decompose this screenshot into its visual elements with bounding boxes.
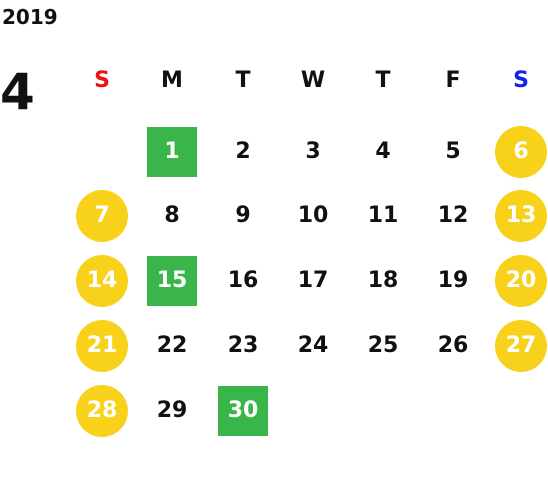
weekday-header: T [375, 68, 391, 93]
day-cell[interactable]: 3 [305, 139, 321, 164]
day-cell[interactable]: 10 [297, 203, 329, 228]
day-cell[interactable]: 2 [235, 139, 251, 164]
day-weekend[interactable]: 20 [495, 255, 547, 307]
weekday-header: S [513, 68, 529, 93]
day-weekend[interactable]: 14 [76, 255, 128, 307]
day-cell[interactable]: 8 [164, 203, 180, 228]
weekday-header: M [161, 68, 183, 93]
weekday-header: T [235, 68, 251, 93]
month-number: 4 [0, 63, 35, 121]
day-cell[interactable]: 25 [367, 333, 399, 358]
day-holiday[interactable]: 30 [218, 386, 268, 436]
day-weekend[interactable]: 28 [76, 385, 128, 437]
day-cell[interactable]: 24 [297, 333, 329, 358]
day-weekend[interactable]: 7 [76, 190, 128, 242]
day-weekend[interactable]: 27 [495, 320, 547, 372]
year-label: 2019 [2, 5, 58, 29]
day-holiday[interactable]: 15 [147, 256, 197, 306]
day-cell[interactable]: 22 [156, 333, 188, 358]
day-cell[interactable]: 11 [367, 203, 399, 228]
weekday-header: W [300, 68, 326, 93]
day-weekend[interactable]: 21 [76, 320, 128, 372]
day-cell[interactable]: 26 [437, 333, 469, 358]
day-weekend[interactable]: 13 [495, 190, 547, 242]
day-cell[interactable]: 16 [227, 268, 259, 293]
day-cell[interactable]: 12 [437, 203, 469, 228]
day-cell[interactable]: 23 [227, 333, 259, 358]
day-cell[interactable]: 17 [297, 268, 329, 293]
day-cell[interactable]: 19 [437, 268, 469, 293]
day-cell[interactable]: 4 [375, 139, 391, 164]
weekday-header: F [445, 68, 461, 93]
weekday-header: S [94, 68, 110, 93]
day-holiday[interactable]: 1 [147, 127, 197, 177]
day-cell[interactable]: 29 [156, 398, 188, 423]
day-cell[interactable]: 18 [367, 268, 399, 293]
day-cell[interactable]: 9 [235, 203, 251, 228]
day-weekend[interactable]: 6 [495, 126, 547, 178]
day-cell[interactable]: 5 [445, 139, 461, 164]
